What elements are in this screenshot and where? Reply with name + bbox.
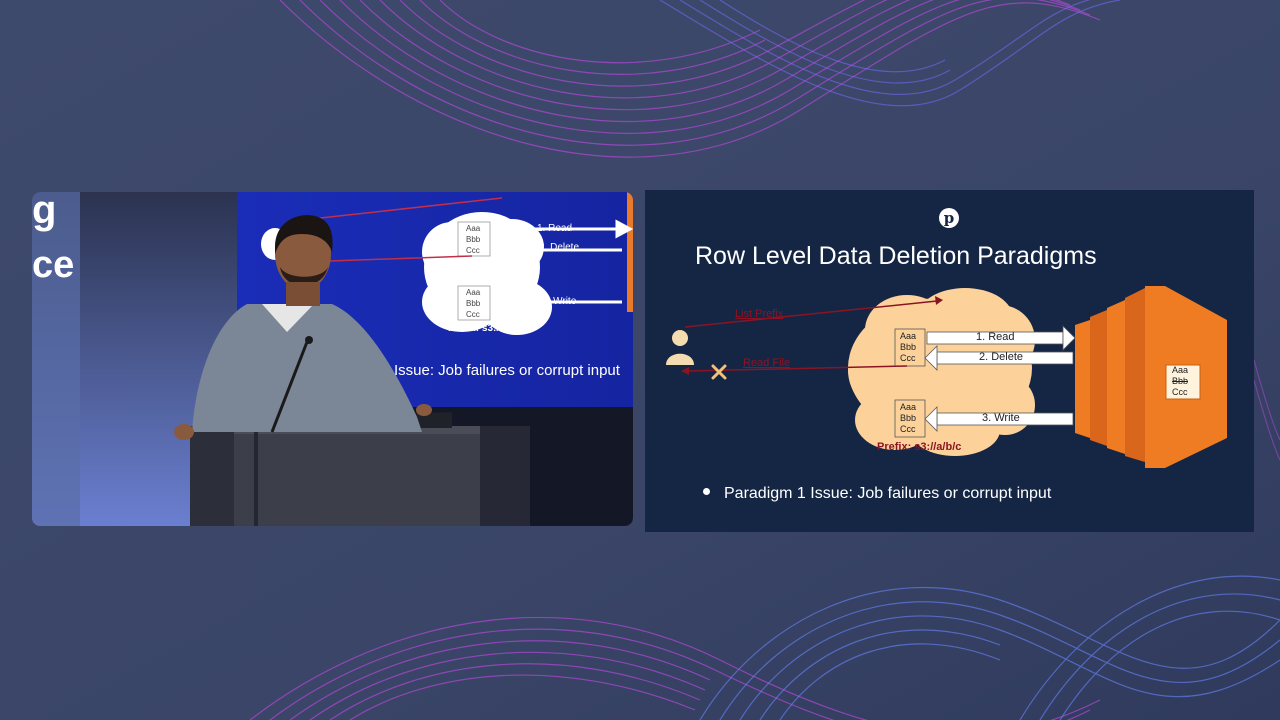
user-icon (666, 330, 694, 365)
pinterest-logo-icon: p (939, 208, 959, 228)
top-file-cells: Aaa Bbb Ccc (900, 331, 916, 364)
bottom-file-cells: Aaa Bbb Ccc (900, 402, 916, 435)
cluster-file-cells: Aaa Bbb Ccc (1172, 365, 1188, 398)
projected-step-write: 3. Write (542, 296, 576, 307)
projected-prefix: Prefix: s3://a/b/c (448, 323, 525, 334)
storage-cloud (848, 288, 1035, 456)
delete-step-label: 2. Delete (979, 351, 1023, 363)
projected-step-delete: 2. Delete (539, 242, 579, 253)
projected-top-cells: Aaa Bbb Ccc (466, 223, 480, 256)
slide-title: Row Level Data Deletion Paradigms (695, 242, 1097, 271)
speaker-camera-feed: g ce 1. Read 2. Delete 3. Write Aaa Bbb … (32, 192, 633, 526)
slide-bullet: Paradigm 1 Issue: Job failures or corrup… (703, 485, 1051, 503)
presentation-slide: p Row Level Data Deletion Paradigms List… (645, 190, 1254, 532)
projected-step-read: 1. Read (537, 223, 572, 234)
projected-issue-text: Issue: Job failures or corrupt input (394, 362, 620, 379)
projected-bottom-cells: Aaa Bbb Ccc (466, 287, 480, 320)
list-prefix-label: List Prefix (735, 308, 783, 320)
error-x-icon (713, 366, 725, 378)
bullet-dot-icon (703, 488, 710, 495)
write-step-label: 3. Write (982, 412, 1020, 424)
read-file-label: Read File (743, 357, 790, 369)
s3-prefix-label: Prefix: s3://a/b/c (877, 441, 961, 453)
venue-brand-text-bottom: ce (32, 244, 74, 287)
venue-brand-text-top: g (32, 192, 54, 233)
read-step-label: 1. Read (976, 331, 1015, 343)
slide-bullet-text: Paradigm 1 Issue: Job failures or corrup… (724, 485, 1051, 502)
compute-cluster-icon (1075, 286, 1227, 468)
